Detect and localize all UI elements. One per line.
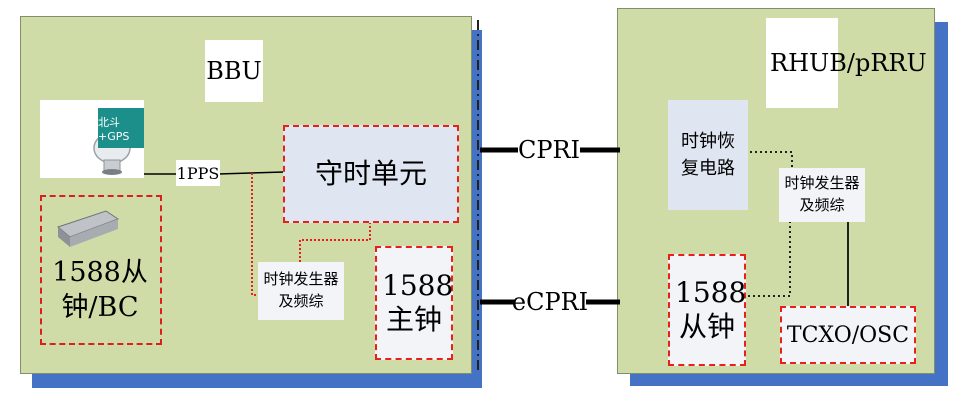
bbu-clock-generator-label: 时钟发生器及频综 <box>263 270 339 310</box>
rhub-slave-1588: 1588从钟 <box>668 254 746 366</box>
device-icon <box>56 210 120 247</box>
rhub-clock-generator: 时钟发生器及频综 <box>779 168 865 222</box>
cpri-link-label: CPRI <box>517 134 581 166</box>
pps-label: 1PPS <box>176 160 220 186</box>
ecpri-link-label: eCPRI <box>511 286 589 318</box>
slave-bc-1588: 1588从钟/BC <box>40 195 162 345</box>
rhub-clock-generator-label: 时钟发生器及频综 <box>784 174 860 214</box>
tcxo-osc: TCXO/OSC <box>780 306 916 364</box>
bbu-clock-generator: 时钟发生器及频综 <box>258 262 344 320</box>
gnss-badge: 北斗+GPS <box>98 108 144 148</box>
rhub-title: RHUB/pRRU <box>766 18 927 108</box>
clock-recovery-circuit: 时钟恢复电路 <box>668 100 748 210</box>
slave-bc-1588-label: 1588从钟/BC <box>52 257 148 324</box>
holdover-unit: 守时单元 <box>283 125 459 223</box>
grandmaster-1588: 1588主钟 <box>375 246 453 360</box>
grandmaster-1588-label: 1588主钟 <box>382 269 454 336</box>
clock-recovery-circuit-label: 时钟恢复电路 <box>681 131 735 179</box>
bbu-title: BBU <box>205 40 263 102</box>
rhub-slave-1588-label: 1588从钟 <box>675 276 747 343</box>
rhub-title-label: RHUB/pRRU <box>770 48 927 78</box>
